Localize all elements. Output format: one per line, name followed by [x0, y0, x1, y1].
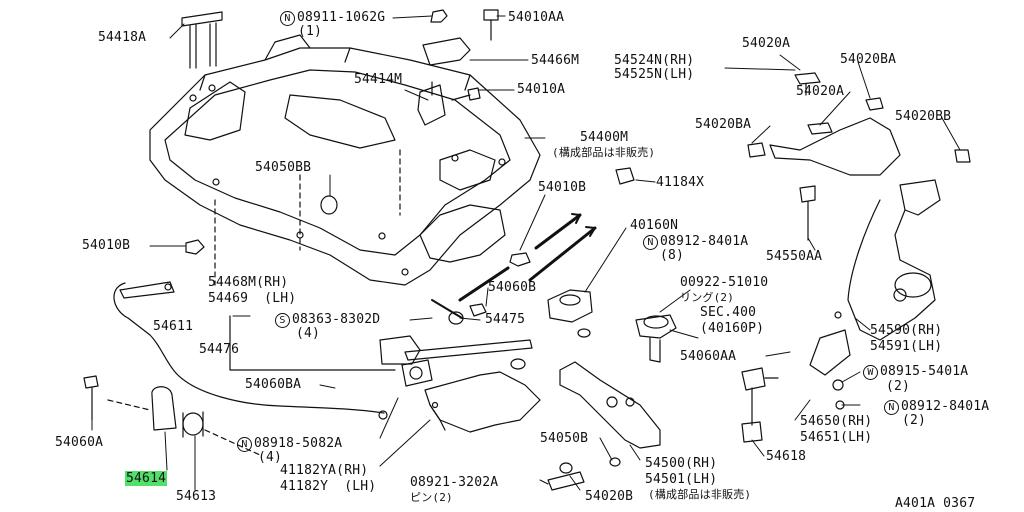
stabilizer-link-drawing [741, 367, 779, 443]
part-label-41182Y: 41182Y (LH) [280, 479, 377, 494]
part-label-54500: 54500(RH) [645, 456, 718, 471]
part-label-54611: 54611 [153, 319, 194, 334]
part-label-54020BB: 54020BB [895, 109, 952, 124]
qty-08911-1062G: (1) [298, 24, 323, 39]
part-label-54400M: 54400M [580, 130, 629, 145]
w-marker-icon: W [863, 365, 878, 380]
part-label-54618: 54618 [766, 449, 807, 464]
arrows [458, 213, 597, 302]
part-label-54468M: 54468M(RH) [208, 275, 289, 290]
part-label-54020BA-top: 54020BA [840, 52, 897, 67]
section-sub-40160P: (40160P) [700, 321, 765, 336]
part-label-54010B-left: 54010B [82, 238, 131, 253]
part-label-54475: 54475 [485, 312, 526, 327]
part-label-40160N: 40160N [630, 218, 679, 233]
crossmember-drawing [149, 34, 541, 286]
part-label-54550AA: 54550AA [766, 249, 823, 264]
part-label-54524N: 54524N(RH) [614, 53, 695, 68]
part-label-54466M: 54466M [531, 53, 580, 68]
part-label-54010AA: 54010AA [508, 10, 565, 25]
part-label-54613: 54613 [176, 489, 217, 504]
part-label-54591: 54591(LH) [870, 339, 943, 354]
n-marker-icon: N [643, 235, 658, 250]
part-label-54020B: 54020B [585, 489, 634, 504]
part-label-54060B: 54060B [488, 280, 537, 295]
part-label-54020A-top: 54020A [742, 36, 791, 51]
part-label-54020A-mid: 54020A [796, 84, 845, 99]
part-label-08921-3202A: 08921-3202A [410, 475, 499, 490]
highlighted-part-number: 54614 [125, 471, 168, 486]
part-label-54050BB: 54050BB [255, 160, 312, 175]
part-label-54418A: 54418A [98, 30, 147, 45]
part-label-54614[interactable]: 54614 [125, 471, 168, 486]
part-label-54050B: 54050B [540, 431, 589, 446]
part-label-54060AA: 54060AA [680, 349, 737, 364]
lower-arm-drawing [547, 361, 661, 491]
part-label-54651: 54651(LH) [800, 430, 873, 445]
bushing-54050BB [320, 195, 338, 215]
part-label-00922-51010: 00922-51010 [680, 275, 769, 290]
part-label-54590: 54590(RH) [870, 323, 943, 338]
s-marker-icon: S [275, 313, 290, 328]
stabilizer-bar-drawing [113, 281, 388, 420]
n-marker-icon: N [884, 400, 899, 415]
part-label-54469: 54469 (LH) [208, 291, 297, 306]
bolt-54418A-drawing [181, 11, 223, 69]
part-label-54060BA: 54060BA [245, 377, 302, 392]
qty-08363-8302D: (4) [296, 326, 321, 341]
part-label-54476: 54476 [199, 342, 240, 357]
qty-08915-5401A: (2) [886, 379, 911, 394]
fasteners-center [431, 167, 635, 370]
diagram-id: A401A 0367 [895, 496, 976, 511]
qty-08912-8401A-top: (8) [660, 248, 685, 263]
part-label-54020BA-left: 54020BA [695, 117, 752, 132]
part-label-54501: 54501(LH) [645, 472, 718, 487]
leader-lines [91, 15, 961, 491]
note-08921-3202A: ピン(2) [410, 491, 453, 504]
part-label-41184X: 41184X [656, 175, 705, 190]
part-label-54010A: 54010A [517, 82, 566, 97]
note-54500: (構成部品は非販売) [648, 488, 752, 501]
part-label-41182YA: 41182YA(RH) [280, 463, 369, 478]
plate-41182Y-drawing [424, 371, 541, 433]
part-label-54010B-center: 54010B [538, 180, 587, 195]
section-label-sec400[interactable]: SEC.400 [700, 305, 757, 320]
part-label-54414M: 54414M [354, 72, 403, 87]
part-label-54060A: 54060A [55, 435, 104, 450]
ball-joint-drawing [547, 289, 677, 363]
n-marker-icon: N [280, 11, 295, 26]
link-54476-drawing [229, 315, 533, 387]
knuckle-upper-arm-drawing [747, 72, 971, 410]
part-label-54650: 54650(RH) [800, 414, 873, 429]
fasteners-top [417, 9, 499, 126]
part-label-54525N: 54525N(LH) [614, 67, 695, 82]
n-marker-icon: N [237, 437, 252, 452]
nut-54010B-left [185, 239, 205, 255]
qty-08918-5082A: (4) [258, 450, 283, 465]
note-00922-51010: リング(2) [680, 291, 735, 304]
bushing-clamp-drawing [83, 375, 261, 456]
note-54400M: (構成部品は非販売) [552, 146, 656, 159]
qty-08912-8401A-bottom: (2) [902, 413, 927, 428]
